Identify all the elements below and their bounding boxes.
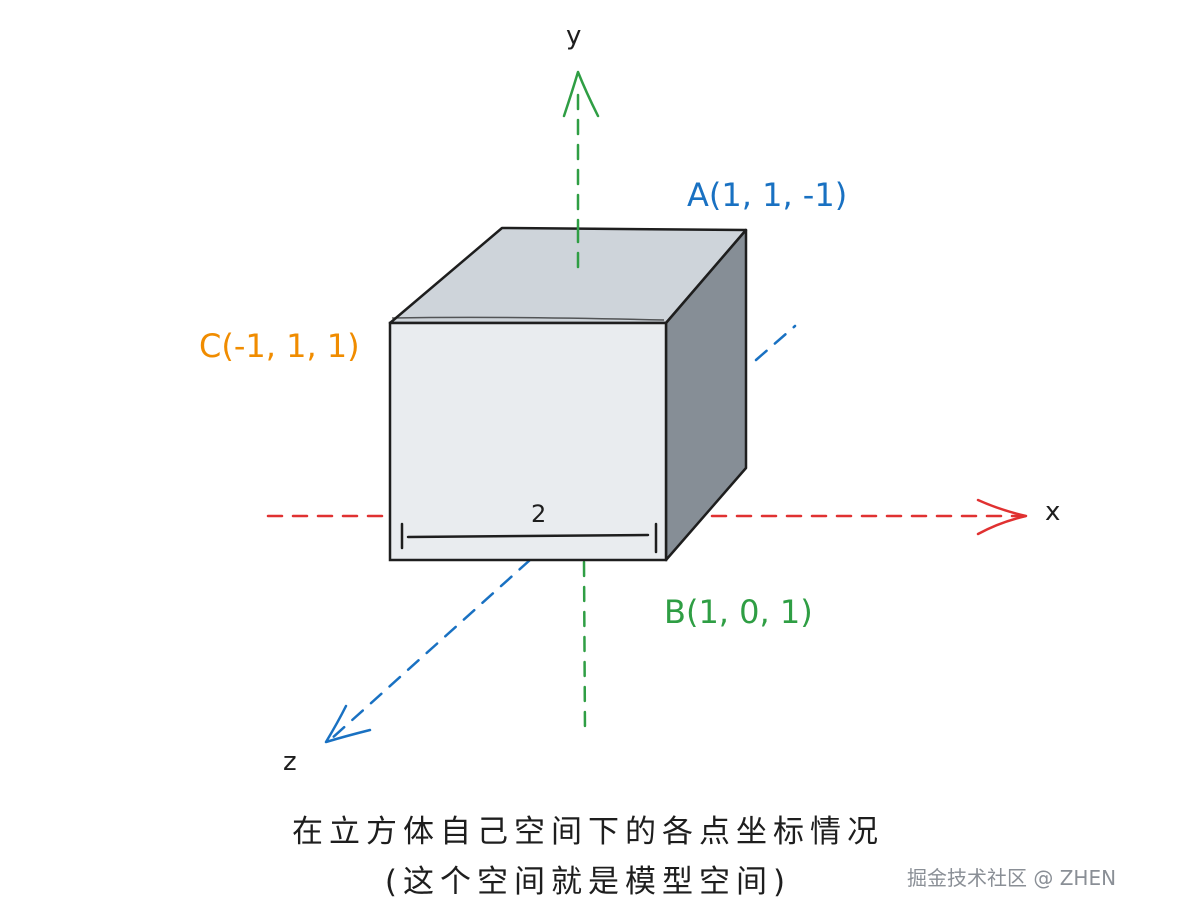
x-axis-label: x — [1045, 497, 1060, 527]
z-axis — [324, 324, 797, 744]
y-axis-arrowhead — [562, 70, 600, 118]
point-c-label: C(-1, 1, 1) — [199, 327, 360, 365]
x-axis — [266, 498, 1028, 536]
x-axis-arrowhead — [976, 498, 1028, 536]
cube-sketch-stroke — [391, 316, 665, 321]
y-axis-line-bottom — [582, 560, 587, 736]
watermark: 掘金技术社区 @ ZHEN — [907, 866, 1117, 890]
point-b-label: B(1, 0, 1) — [664, 593, 813, 631]
y-axis-label: y — [566, 21, 581, 51]
z-axis-label: z — [283, 747, 297, 777]
z-axis-arrowhead — [324, 704, 372, 744]
edge-length-marker: 2 — [400, 500, 658, 554]
caption-line-2: (这个空间就是模型空间) — [384, 864, 792, 900]
cube — [388, 226, 748, 562]
z-axis-line-front — [328, 558, 532, 742]
dimension-line — [406, 533, 650, 539]
edge-length-label: 2 — [531, 500, 546, 528]
cube-front-face — [388, 321, 668, 562]
point-a-label: A(1, 1, -1) — [687, 176, 847, 214]
caption-line-1: 在立方体自己空间下的各点坐标情况 — [292, 814, 884, 850]
z-axis-line-back — [754, 324, 797, 362]
